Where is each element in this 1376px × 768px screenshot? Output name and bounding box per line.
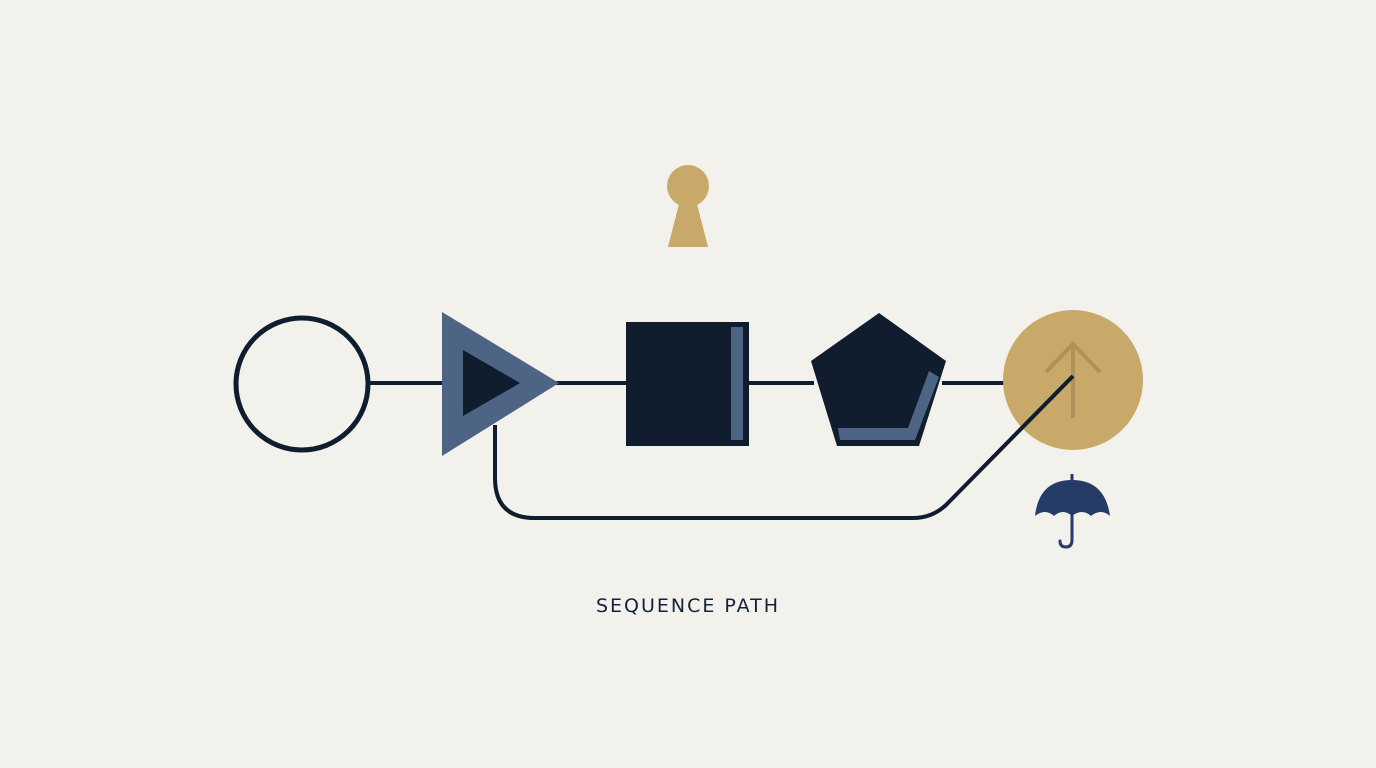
arrow-up-icon: [1044, 341, 1102, 418]
stop-square: [626, 322, 749, 446]
start-circle: [233, 315, 371, 453]
pentagon: [811, 313, 946, 446]
diagram-caption: SEQUENCE PATH: [595, 595, 781, 617]
feedback-loop-path: [493, 374, 1075, 520]
goal-circle: [1003, 310, 1143, 450]
umbrella-icon: [1035, 474, 1110, 549]
play-triangle: [442, 312, 559, 456]
keyhole-icon: [667, 165, 709, 247]
